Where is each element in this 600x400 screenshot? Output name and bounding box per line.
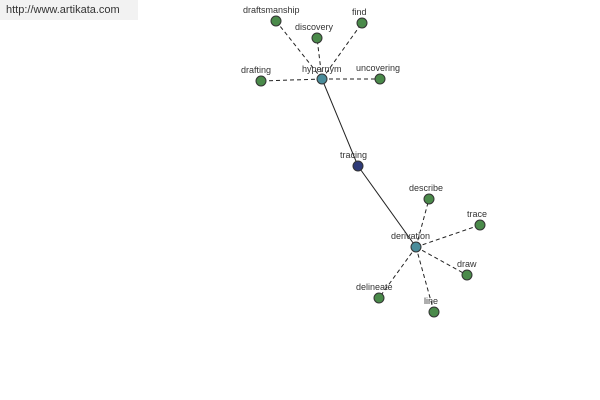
edge-derivation-describe [415,198,430,248]
node-draw[interactable]: draw [457,259,477,281]
node-circle-hypernym[interactable] [316,73,328,85]
node-label-trace[interactable]: trace [467,209,487,219]
node-hypernym[interactable]: hypernym [302,64,342,85]
node-uncovering[interactable]: uncovering [356,63,400,85]
node-label-tracing[interactable]: tracing [340,150,367,160]
node-drafting[interactable]: drafting [241,65,271,87]
node-label-describe[interactable]: describe [409,183,443,193]
node-circle-delineate[interactable] [373,292,385,304]
node-draftsmanship[interactable]: draftsmanship [243,5,300,27]
site-url-text[interactable]: http://www.artikata.com [6,4,120,16]
node-discovery[interactable]: discovery [295,22,334,44]
edge-derivation-trace [415,224,481,248]
edge-tracing-hypernym [321,78,359,167]
node-circle-draftsmanship[interactable] [270,15,282,27]
node-delineate[interactable]: delineate [356,282,393,304]
node-label-line[interactable]: line [424,296,438,306]
node-label-delineate[interactable]: delineate [356,282,393,292]
node-label-discovery[interactable]: discovery [295,22,334,32]
node-label-derivation[interactable]: derivation [391,231,430,241]
node-line[interactable]: line [424,296,440,318]
node-trace[interactable]: trace [467,209,487,231]
node-label-drafting[interactable]: drafting [241,65,271,75]
node-circle-drafting[interactable] [255,75,267,87]
site-url-banner[interactable]: http://www.artikata.com [0,0,138,20]
edge-derivation-line [415,246,435,313]
node-label-draw[interactable]: draw [457,259,477,269]
node-circle-uncovering[interactable] [374,73,386,85]
node-describe[interactable]: describe [409,183,443,205]
node-circle-tracing[interactable] [352,160,364,172]
node-label-draftsmanship[interactable]: draftsmanship [243,5,300,15]
node-circle-trace[interactable] [474,219,486,231]
node-circle-find[interactable] [356,17,368,29]
edge-tracing-derivation [357,165,417,248]
node-circle-describe[interactable] [423,193,435,205]
node-derivation[interactable]: derivation [391,231,430,253]
edge-derivation-delineate [378,246,417,299]
node-label-find[interactable]: find [352,7,367,17]
edge-hypernym-drafting [260,78,323,82]
edge-derivation-draw [415,246,468,276]
node-tracing[interactable]: tracing [340,150,367,172]
node-circle-draw[interactable] [461,269,473,281]
edge-hypernym-draftsmanship [275,20,323,80]
edges-layer [260,20,481,313]
nodes-layer: tracing hypernym derivation draftsmanship di… [241,5,487,318]
node-circle-derivation[interactable] [410,241,422,253]
node-find[interactable]: find [352,7,368,29]
edge-hypernym-find [321,22,363,80]
node-label-uncovering[interactable]: uncovering [356,63,400,73]
node-circle-line[interactable] [428,306,440,318]
node-label-hypernym[interactable]: hypernym [302,64,342,74]
node-circle-discovery[interactable] [311,32,323,44]
